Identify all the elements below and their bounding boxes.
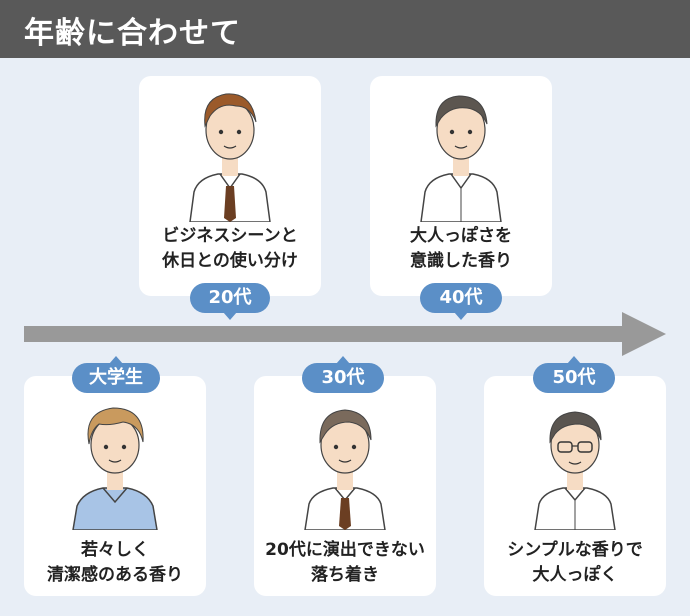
badge-tail (109, 356, 123, 364)
badge-20s: 20代 (190, 283, 270, 320)
badge-tail (567, 356, 581, 364)
card-30s-line1: 20代に演出できない (265, 540, 425, 560)
card-20s-line1: ビジネスシーンと (162, 226, 298, 246)
badge-20s-label: 20代 (208, 287, 252, 308)
glasses-man-icon (534, 411, 616, 530)
card-student-line1: 若々しく (81, 540, 149, 560)
card-student-line2: 清潔感のある香り (47, 565, 183, 585)
badge-30s-label: 30代 (321, 367, 365, 388)
young-businessman-icon (189, 93, 271, 222)
header-bar: 年齢に合わせて (0, 0, 690, 58)
badge-50s-label: 50代 (552, 367, 596, 388)
thirties-man-icon (304, 409, 386, 530)
card-40s-line2: 意識した香り (410, 251, 512, 271)
badge-student: 大学生 (72, 356, 160, 393)
card-50s-line1: シンプルな香りで (507, 540, 643, 560)
badge-40s-label: 40代 (439, 287, 483, 308)
badge-student-label: 大学生 (89, 367, 143, 388)
timeline-arrow (24, 312, 666, 356)
card-20s: ビジネスシーンと 休日との使い分け (139, 76, 321, 296)
card-50s-line2: 大人っぽく (532, 565, 618, 585)
page-title: 年齢に合わせて (24, 16, 241, 51)
middle-aged-man-icon (420, 95, 502, 222)
card-40s: 大人っぽさを 意識した香り (370, 76, 552, 296)
badge-tail (223, 312, 237, 320)
card-20s-line2: 休日との使い分け (162, 251, 298, 271)
card-40s-line1: 大人っぽさを (410, 226, 512, 246)
card-50s: シンプルな香りで 大人っぽく (484, 376, 666, 596)
badge-40s: 40代 (420, 283, 502, 320)
student-icon (72, 407, 158, 530)
badge-tail (454, 312, 468, 320)
card-30s: 20代に演出できない 落ち着き (254, 376, 436, 596)
card-30s-line2: 落ち着き (311, 565, 379, 585)
badge-50s: 50代 (533, 356, 615, 393)
badge-30s: 30代 (302, 356, 384, 393)
card-student: 若々しく 清潔感のある香り (24, 376, 206, 596)
badge-tail (336, 356, 350, 364)
